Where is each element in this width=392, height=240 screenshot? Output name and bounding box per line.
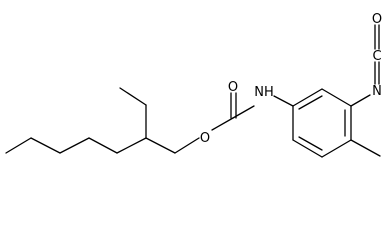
bond-butyl-1 bbox=[5, 137, 32, 154]
bond-butyl-5 bbox=[116, 137, 147, 154]
bond-butyl-2 bbox=[30, 137, 61, 154]
bond-carbonyl-nh bbox=[232, 105, 255, 119]
atom-isocyanate-o: O bbox=[372, 12, 382, 27]
bond-ch2-o bbox=[174, 137, 200, 154]
bond-ring-5 bbox=[292, 139, 323, 158]
bond-ring-inner-3 bbox=[298, 136, 323, 151]
bond-nh-ring bbox=[273, 95, 294, 107]
bond-ring-inner-1 bbox=[298, 95, 323, 110]
bond-ethyl-2 bbox=[119, 87, 147, 106]
structure-canvas: O O NH N C O bbox=[5, 12, 382, 158]
molecule-structure: O O NH N C O bbox=[5, 12, 382, 158]
bond-ring-1 bbox=[292, 88, 323, 107]
atom-nh: NH bbox=[254, 85, 274, 100]
atom-carbonyl-o: O bbox=[228, 80, 238, 95]
bond-ch2 bbox=[145, 137, 176, 154]
bond-ring-2 bbox=[321, 88, 352, 107]
bond-butyl-3 bbox=[59, 137, 90, 154]
atom-ester-o: O bbox=[200, 131, 210, 146]
atom-isocyanate-n: N bbox=[372, 84, 382, 99]
bond-ring-4 bbox=[321, 139, 352, 158]
bond-butyl-4 bbox=[88, 137, 118, 154]
atom-isocyanate-c: C bbox=[372, 49, 381, 64]
bond-ring-n bbox=[350, 94, 371, 107]
bond-o-carbonyl bbox=[211, 117, 234, 131]
bond-methyl bbox=[350, 139, 381, 157]
